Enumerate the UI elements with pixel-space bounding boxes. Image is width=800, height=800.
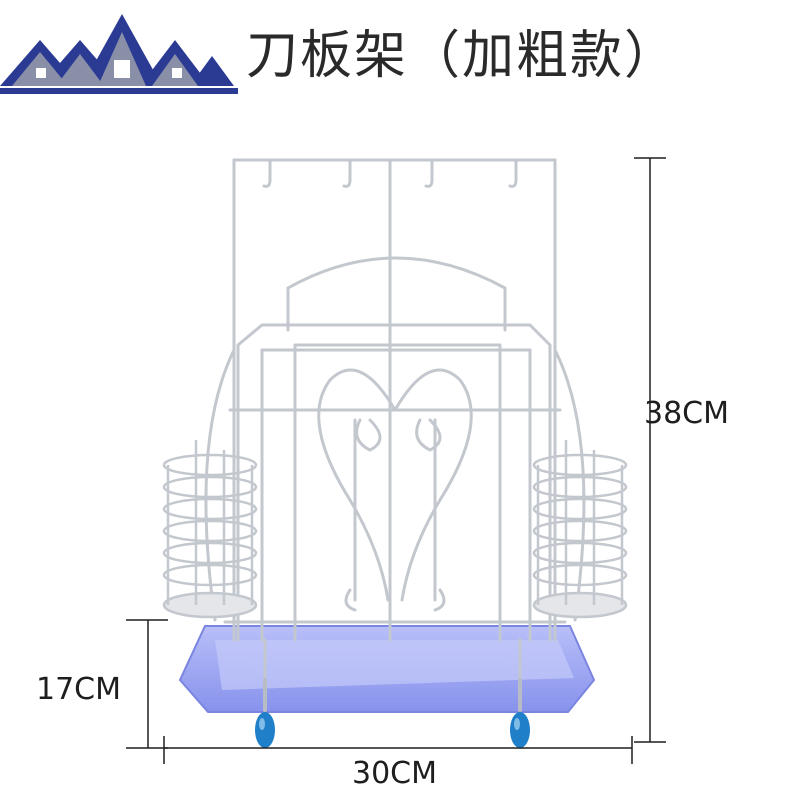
page-title: 刀板架（加粗款） bbox=[246, 26, 679, 86]
base-height-dimension-label: 17CM bbox=[36, 672, 122, 707]
width-dimension-label: 30CM bbox=[352, 756, 438, 791]
height-dimension-label: 38CM bbox=[644, 396, 730, 431]
house-roofs-logo-icon bbox=[0, 0, 238, 100]
